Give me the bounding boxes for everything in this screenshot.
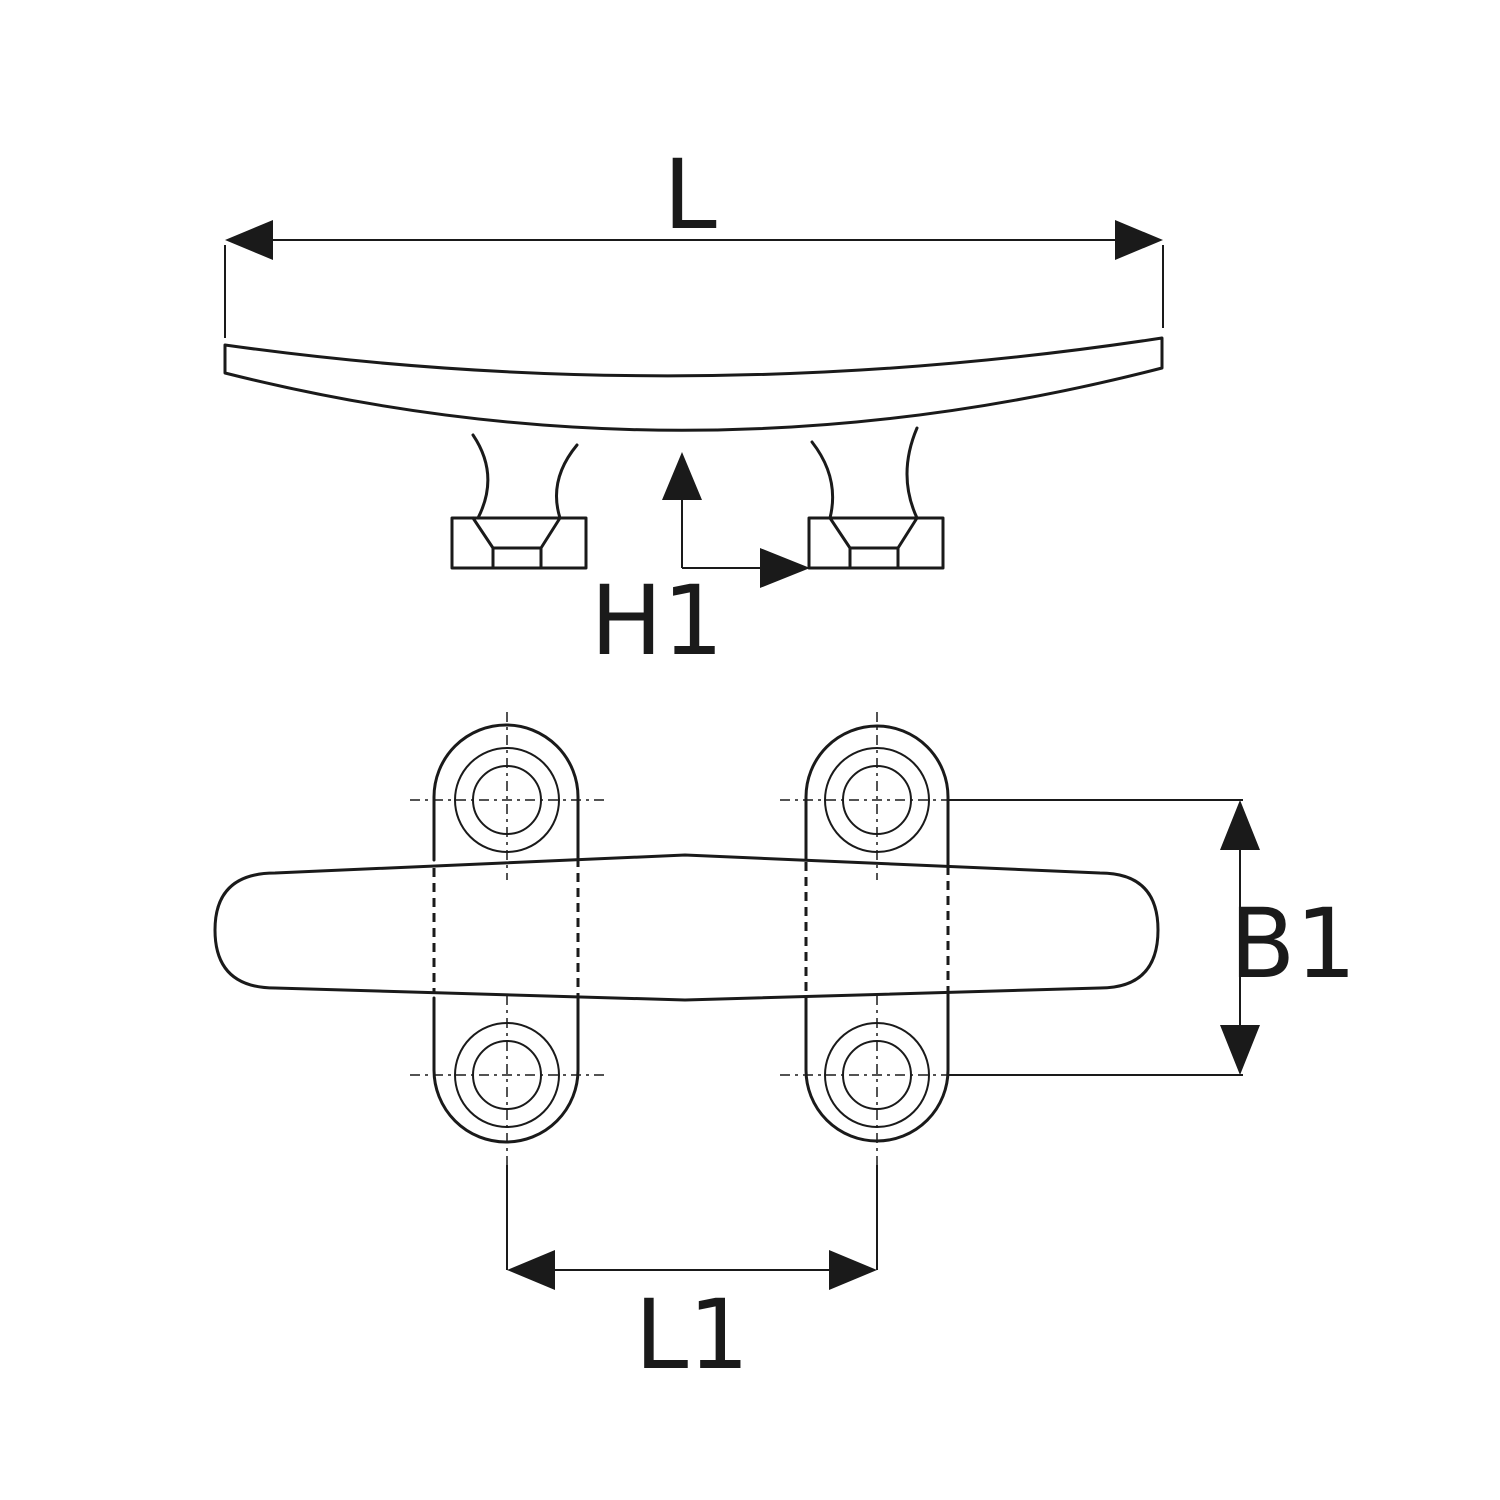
- dimension-label-h1: H1: [590, 565, 723, 677]
- dimension-h1: H1: [590, 452, 810, 677]
- dimension-arrowhead: [662, 452, 702, 500]
- right-leg-side: [807, 426, 945, 570]
- dimension-arrowhead: [1220, 800, 1260, 850]
- left-base-plate: [432, 723, 580, 1144]
- dimension-label-l: L: [663, 139, 716, 251]
- cleat-body-top: [213, 853, 1160, 1002]
- dimension-arrowhead: [760, 548, 810, 588]
- dimension-b1: B1: [948, 799, 1357, 1076]
- dimension-arrowhead: [829, 1250, 877, 1290]
- cleat-body-side: [223, 336, 1164, 432]
- dimension-label-b1: B1: [1230, 888, 1357, 1000]
- dimension-arrowhead: [1115, 220, 1163, 260]
- dimension-arrowhead: [225, 220, 273, 260]
- centerlines: [410, 712, 975, 1165]
- dimension-l1: L1: [506, 1165, 878, 1391]
- top-view: B1 L1: [213, 712, 1357, 1391]
- dimension-arrowhead: [507, 1250, 555, 1290]
- dimension-arrowhead: [1220, 1025, 1260, 1075]
- dimension-l: L: [224, 139, 1164, 338]
- left-leg-side: [450, 433, 588, 570]
- dimension-label-l1: L1: [635, 1279, 750, 1391]
- side-view: L H1: [223, 139, 1164, 677]
